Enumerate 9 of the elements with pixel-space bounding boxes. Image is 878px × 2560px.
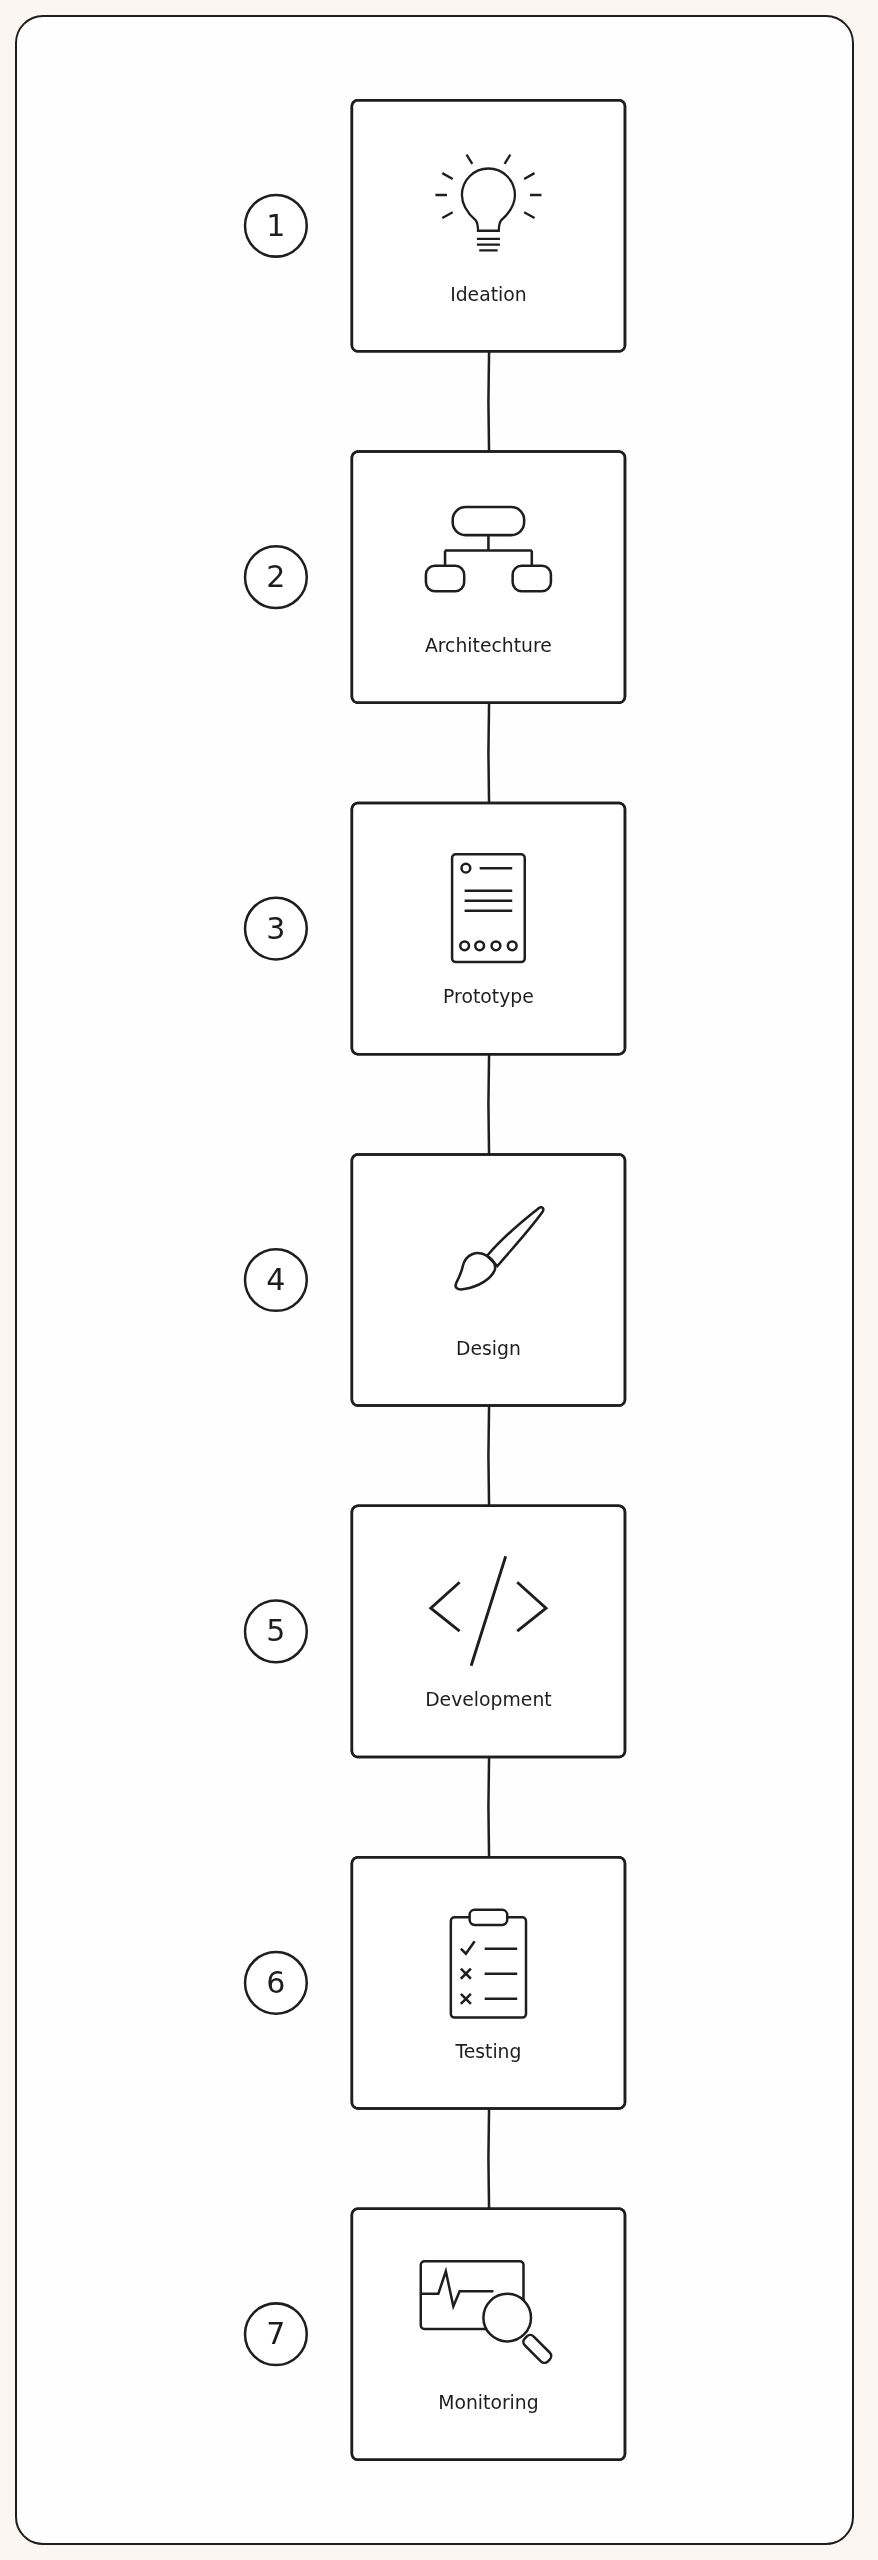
- node-circle: [243, 2302, 308, 2367]
- node-circle: [243, 896, 308, 961]
- connector: [486, 1757, 490, 1858]
- node-circle: [243, 193, 308, 258]
- card-frame: 1 Ideation 2 Architechture 3 Prototype 4 Design 5 Development 6 Testing 7 Monitoring: [15, 15, 854, 2545]
- node-circle: [243, 545, 308, 610]
- node-circle: [243, 1599, 308, 1664]
- node-circle: [243, 1247, 308, 1313]
- node-circle: [243, 1950, 308, 2015]
